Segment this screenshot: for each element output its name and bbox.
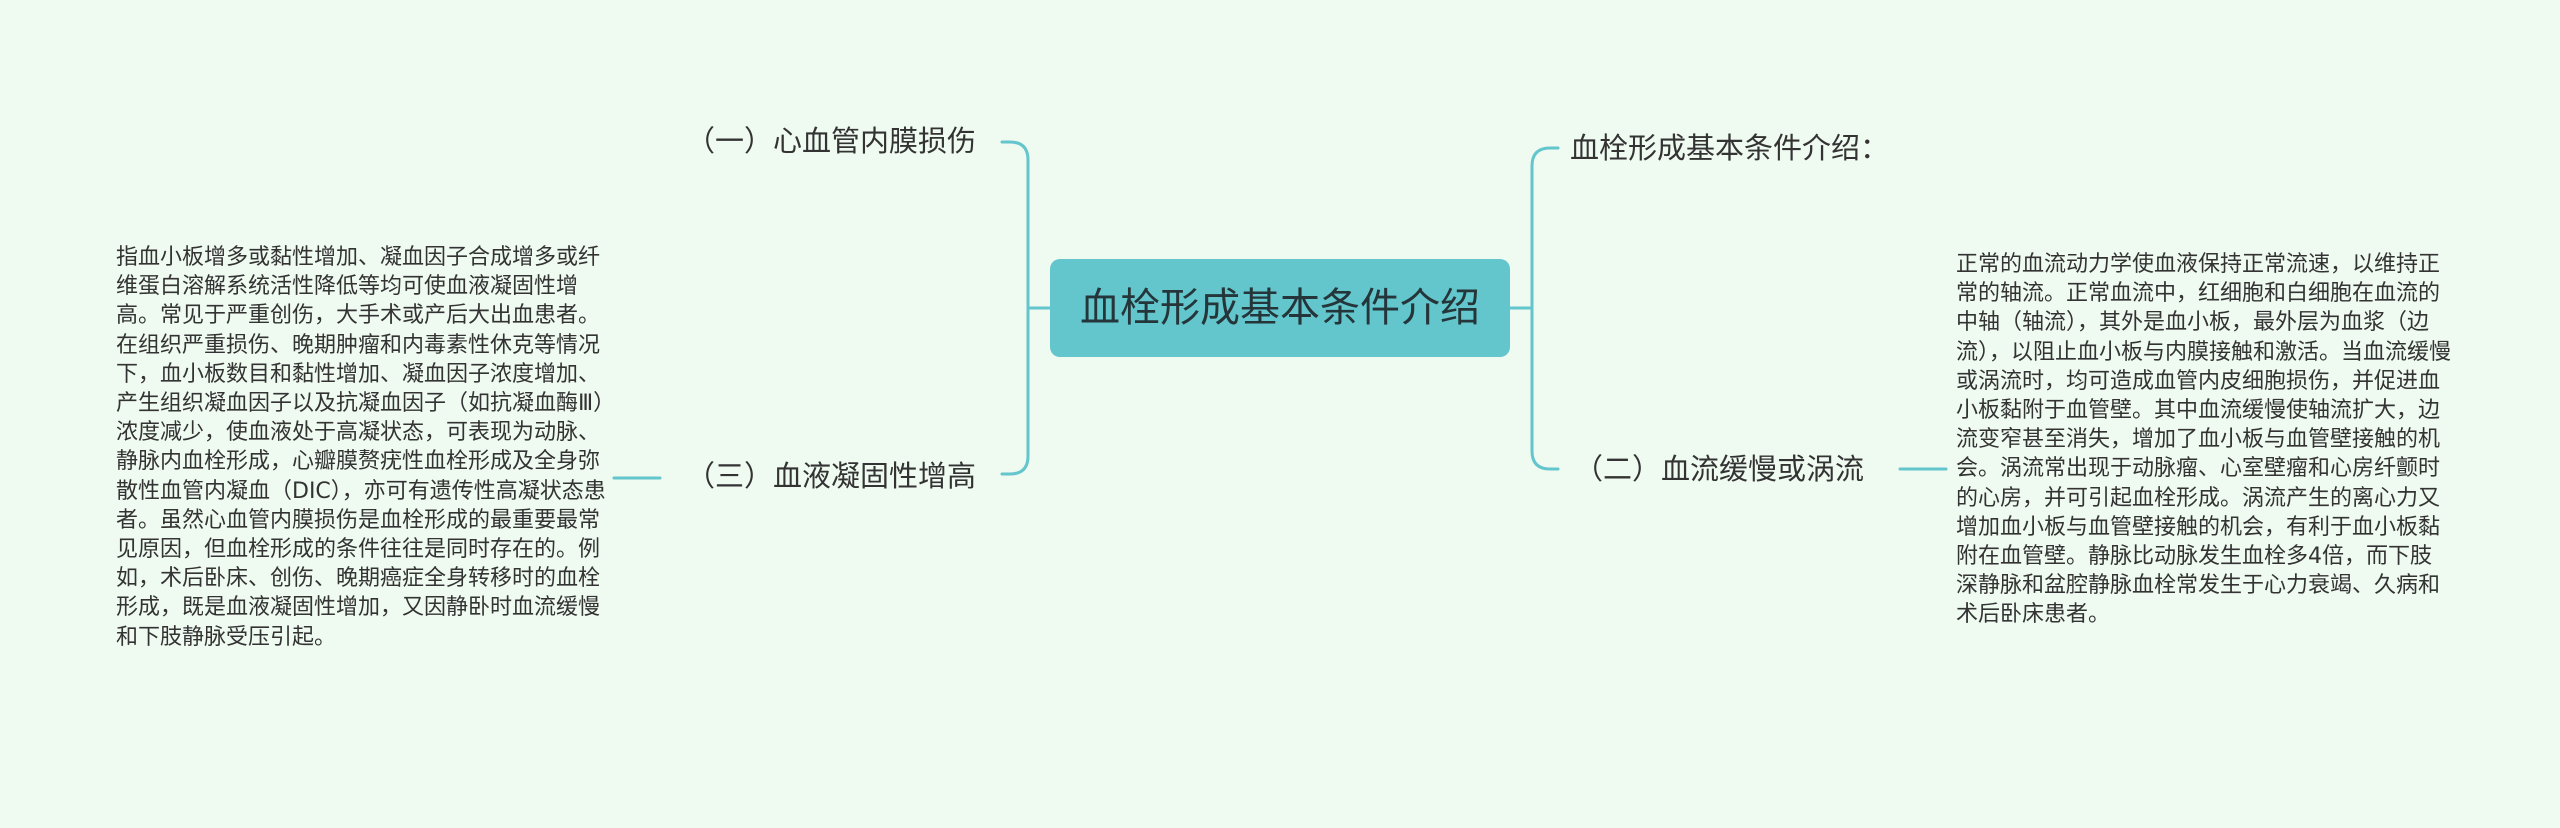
connector-to-branch-3	[1000, 454, 1030, 476]
central-topic-node[interactable]: 血栓形成基本条件介绍	[1050, 259, 1510, 357]
branch-overview-title[interactable]: 血栓形成基本条件介绍：	[1570, 131, 1890, 165]
branch-slow-flow-turbulence[interactable]: （二）血流缓慢或涡流	[1574, 452, 1865, 486]
detail-slow-flow-text: 正常的血流动力学使血液保持正常流速，以维持正常的轴流。正常血流中，红细胞和白细胞…	[1956, 252, 2452, 628]
connector-to-branch-2	[1530, 449, 1560, 471]
branch-endothelial-injury[interactable]: （一）心血管内膜损伤	[686, 124, 977, 158]
connector-to-branch-top-right	[1530, 146, 1560, 168]
connector-to-branch-1	[1000, 140, 1030, 162]
branch-hypercoagulability[interactable]: （三）血液凝固性增高	[686, 459, 977, 493]
detail-hypercoagulability-text: 指血小板增多或黏性增加、凝血因子合成增多或纤维蛋白溶解系统活性降低等均可使血液凝…	[116, 245, 606, 650]
